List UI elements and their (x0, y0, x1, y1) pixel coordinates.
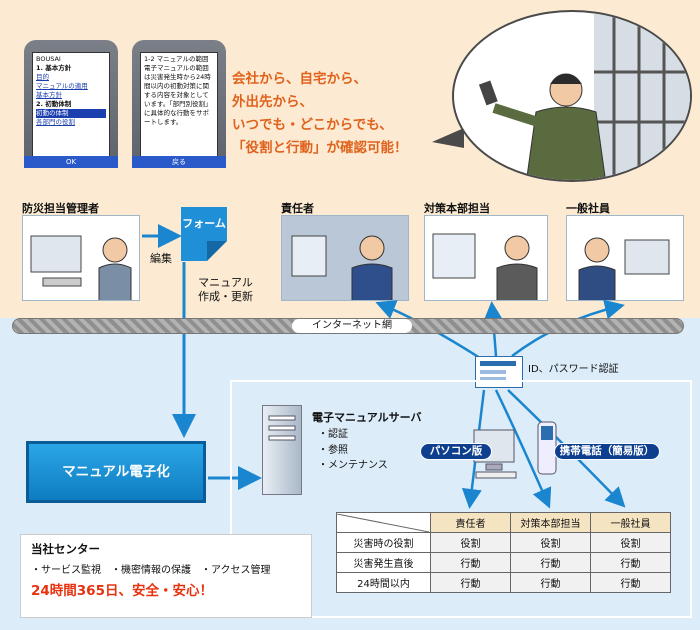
role-label-manager: 責任者 (281, 202, 314, 215)
auth-screen-icon (475, 356, 523, 388)
table-cell: 行動 (510, 552, 591, 573)
id-password-label: ID、パスワード認証 (528, 364, 619, 375)
table-row-label: 24時間以内 (336, 572, 431, 593)
server-icon (262, 405, 302, 495)
server-feature: ・メンテナンス (318, 460, 388, 471)
catch-line: いつでも・どこからでも、 (232, 117, 393, 133)
table-cell: 役割 (510, 532, 591, 553)
table-row: 24時間以内 行動 行動 行動 (336, 572, 671, 593)
table-cell: 役割 (590, 532, 671, 553)
manual-update-line: 作成・更新 (198, 290, 253, 303)
menu-heading: 2. 初動体制 (36, 100, 72, 108)
manual-update-label: マニュアル 作成・更新 (198, 276, 253, 304)
center-slogan: 24時間365日、安全・安心！ (31, 583, 213, 599)
pc-version-badge: パソコン版 (420, 443, 492, 460)
phone-body-text: 電子マニュアルの範囲は災害発生時から24時間以内の初動対策に関する内容を対象とし… (144, 64, 212, 126)
table-corner (336, 512, 431, 533)
table-cell: 行動 (430, 552, 511, 573)
center-service: ・アクセス管理 (201, 565, 271, 576)
system-frame (230, 380, 692, 618)
server-title: 電子マニュアルサーバ (312, 411, 422, 424)
manager-desk-illustration (281, 215, 409, 301)
menu-link[interactable]: 目的 (36, 73, 49, 81)
mobile-phone-detail: 1-2 マニュアルの範囲 電子マニュアルの範囲は災害発生時から24時間以内の初動… (132, 40, 226, 168)
phone-screen-menu: BOUSAI 1. 基本方針 目的 マニュアルの適用 基本方針 2. 初動体制 … (32, 52, 110, 160)
hq-desk-illustration (424, 215, 548, 301)
table-cell: 行動 (510, 572, 591, 593)
bubble-tail (432, 128, 464, 148)
form-label: フォーム (182, 217, 226, 230)
menu-heading: 1. 基本方針 (36, 64, 72, 72)
menu-link[interactable]: マニュアルの適用 (36, 82, 88, 90)
table-row-label: 災害時の役割 (336, 532, 431, 553)
phone-header: 1-2 マニュアルの範囲 (144, 55, 209, 63)
table-cell: 行動 (590, 552, 671, 573)
phone-header: BOUSAI (36, 55, 61, 63)
server-feature: ・認証 (318, 429, 348, 440)
menu-link[interactable]: 各部門の役割 (36, 118, 75, 126)
server-feature: ・参照 (318, 444, 348, 456)
table-header: 責任者 (430, 512, 511, 533)
table-row: 災害発生直後 行動 行動 行動 (336, 552, 671, 573)
manual-digitization-box: マニュアル電子化 (26, 441, 206, 503)
menu-link[interactable]: 基本方針 (36, 91, 62, 99)
admin-desk-illustration (22, 215, 140, 301)
table-header-row: 責任者 対策本部担当 一般社員 (336, 512, 671, 533)
catch-line: 「役割と行動」が確認可能！ (232, 140, 408, 156)
phone-screen-detail: 1-2 マニュアルの範囲 電子マニュアルの範囲は災害発生時から24時間以内の初動… (140, 52, 218, 160)
center-service: ・サービス監視 (31, 565, 101, 576)
table-cell: 役割 (430, 532, 511, 553)
center-service: ・機密情報の保護 (111, 565, 191, 576)
phone-softkey-back[interactable]: 戻る (132, 156, 226, 168)
our-center-box: 当社センター ・サービス監視・機密情報の保護・アクセス管理 24時間365日、安… (20, 534, 312, 618)
staff-desk-illustration (566, 215, 684, 301)
center-title: 当社センター (31, 542, 100, 556)
table-cell: 行動 (430, 572, 511, 593)
role-label-admin: 防災担当管理者 (22, 202, 99, 215)
catch-line: 会社から、自宅から、 (232, 71, 367, 87)
table-header: 一般社員 (590, 512, 671, 533)
edit-label: 編集 (150, 252, 172, 265)
manual-update-line: マニュアル (198, 276, 253, 289)
table-header: 対策本部担当 (510, 512, 591, 533)
table-row: 災害時の役割 役割 役割 役割 (336, 532, 671, 553)
mobile-version-badge: 携帯電話（簡易版） (554, 443, 660, 460)
catch-copy: 会社から、自宅から、 外出先から、 いつでも・どこからでも、 「役割と行動」が確… (232, 68, 452, 160)
roles-table: 責任者 対策本部担当 一般社員 災害時の役割 役割 役割 役割 災害発生直後 行… (336, 512, 671, 593)
phone-softkey-ok[interactable]: OK (24, 156, 118, 168)
internet-label: インターネット網 (292, 319, 412, 333)
catch-line: 外出先から、 (232, 94, 313, 110)
table-row-label: 災害発生直後 (336, 552, 431, 573)
role-label-hq: 対策本部担当 (424, 202, 490, 215)
role-label-staff: 一般社員 (566, 202, 610, 215)
server-features: ・認証 ・参照 ・メンテナンス (318, 427, 388, 474)
mobile-phone-menu: BOUSAI 1. 基本方針 目的 マニュアルの適用 基本方針 2. 初動体制 … (24, 40, 118, 168)
table-cell: 行動 (590, 572, 671, 593)
center-services: ・サービス監視・機密情報の保護・アクセス管理 (31, 561, 301, 576)
menu-link-selected[interactable]: 初動の体制 (36, 109, 106, 118)
form-document-icon: フォーム (181, 207, 227, 261)
